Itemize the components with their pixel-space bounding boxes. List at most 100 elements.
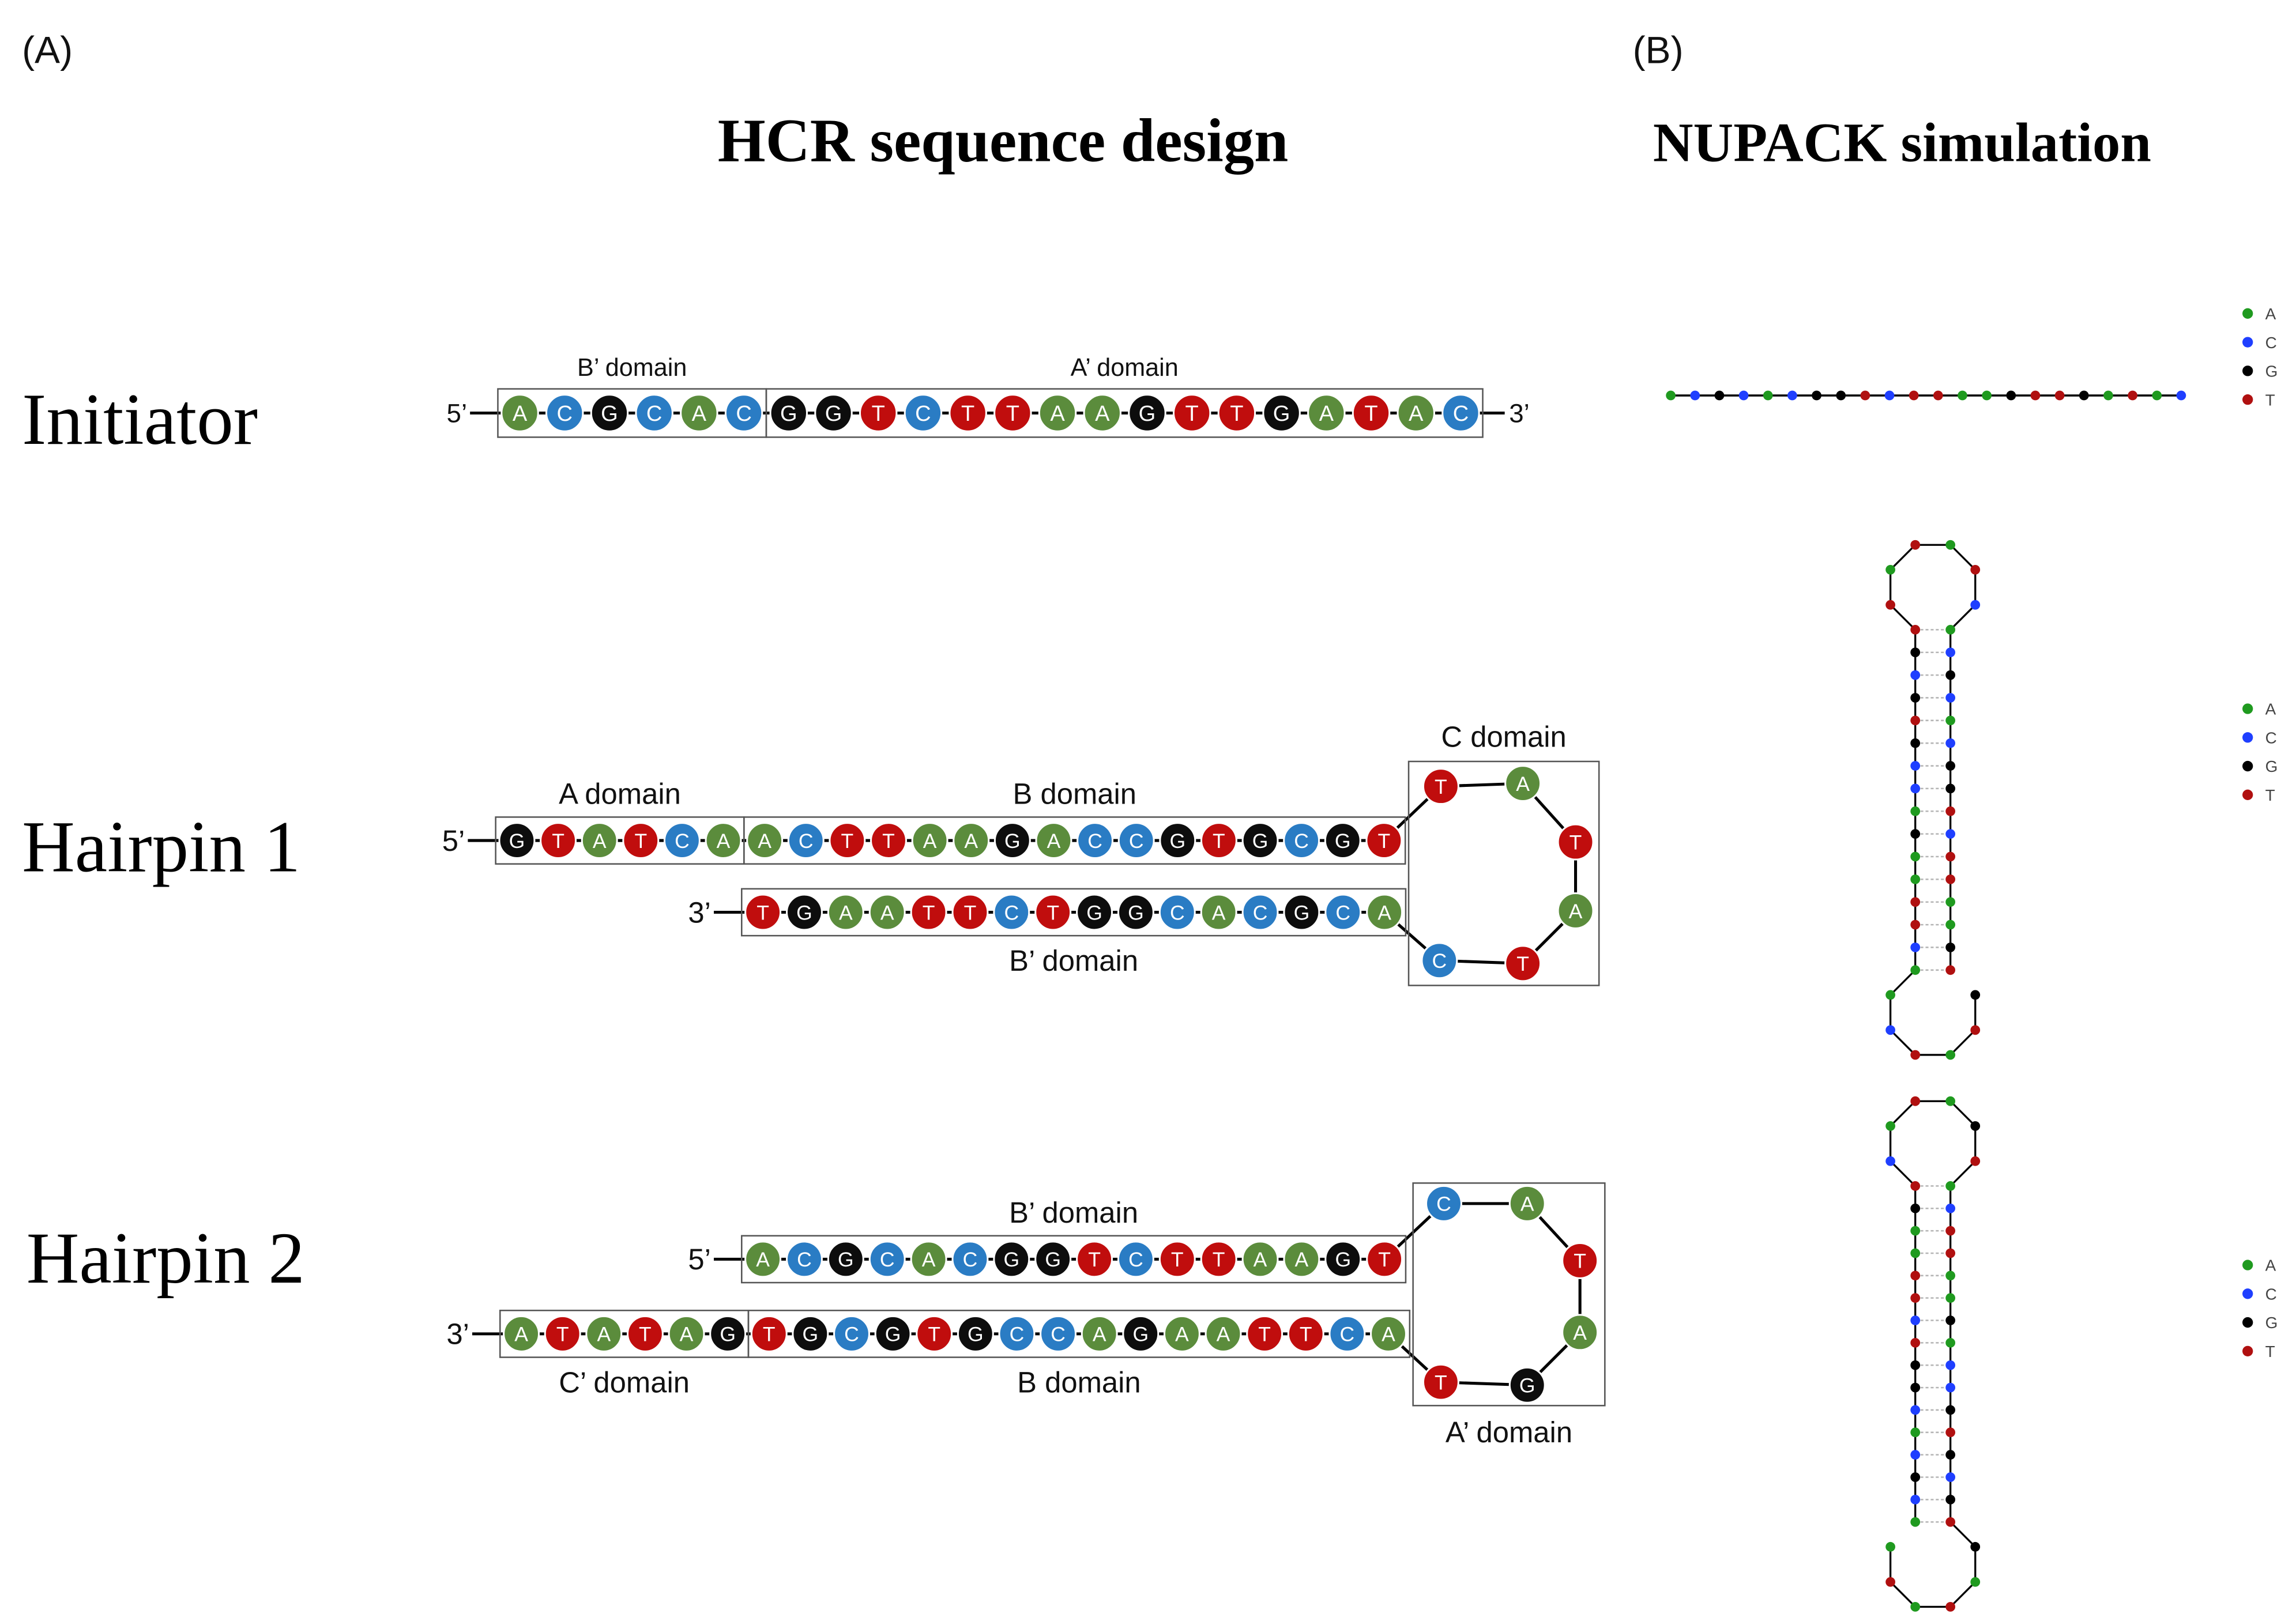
nucleotide-circle [859, 394, 898, 432]
nucleotide-circle [746, 822, 784, 859]
nucleotide-A: A [1200, 894, 1237, 931]
nupack-nucleotide-dot-C [1945, 693, 1956, 703]
nucleotide-letter: G [1139, 402, 1156, 426]
nucleotide-T: T [1561, 1242, 1599, 1279]
nucleotide-letter: T [1047, 901, 1059, 924]
nupack-nucleotide-dot-A [1945, 715, 1956, 726]
nucleotide-circle [827, 894, 864, 931]
nucleotide-A: A [668, 1315, 705, 1352]
nucleotide-circle [993, 822, 1031, 859]
nupack-nucleotide-dot-A [1945, 897, 1956, 907]
nupack-nucleotide-dot-T [1910, 919, 1921, 930]
nucleotide-letter: T [1300, 1323, 1312, 1346]
nupack-nucleotide-dot-C [1910, 783, 1921, 794]
nucleotide-circle [1158, 894, 1196, 931]
nupack-nucleotide-dot-A [1982, 390, 1992, 401]
legend-label: A [2265, 1257, 2276, 1275]
nucleotide-letter: T [1569, 831, 1582, 854]
nupack-nucleotide-dot-C [1690, 390, 1700, 401]
nupack-nucleotide-dot-T [2030, 390, 2041, 401]
nupack-nucleotide-dot-T [1945, 851, 1956, 862]
legend-dot [2242, 1260, 2253, 1271]
nupack-nucleotide-dot-A [1910, 806, 1921, 816]
nucleotide-C: C [1117, 822, 1155, 859]
nucleotide-circle [874, 1315, 912, 1352]
nucleotide-letter: T [872, 402, 885, 426]
nupack-nucleotide-dot-C [1910, 1494, 1921, 1505]
legend-item-G: G [2242, 757, 2278, 775]
nucleotide-letter: G [1169, 830, 1185, 853]
nucleotide-circle [1397, 394, 1436, 432]
legend-dot [2242, 1288, 2253, 1299]
legend-item-G: G [2242, 1314, 2278, 1332]
nupack-nucleotide-dot-T [1885, 600, 1896, 610]
nucleotide-letter: G [601, 402, 618, 426]
nupack-nucleotide-dot-G [1910, 738, 1921, 748]
nucleotide-circle [545, 394, 584, 432]
nucleotide-C: C [635, 394, 673, 432]
nupack-nucleotide-dot-G [1836, 390, 1846, 401]
row-label-initiator: Initiator [22, 379, 258, 460]
nupack-nucleotide-dot-T [1885, 1577, 1896, 1587]
nucleotide-letter: T [1364, 402, 1377, 426]
nucleotide-letter: G [838, 1248, 854, 1271]
nucleotide-G: G [1262, 394, 1301, 432]
nucleotide-circle [1122, 1315, 1160, 1352]
nupack-nucleotide-dot-T [1910, 540, 1921, 550]
nucleotide-circle [1081, 1315, 1118, 1352]
legend-label: C [2265, 334, 2277, 352]
nupack-nucleotide-dot-C [1945, 1472, 1956, 1482]
nupack-nucleotide-dot-T [1945, 1601, 1956, 1612]
nucleotide-circle [709, 1315, 747, 1352]
nucleotide-G: G [993, 1241, 1030, 1278]
nucleotide-A: A [585, 1315, 623, 1352]
legend-item-C: C [2242, 334, 2277, 352]
nucleotide-A: A [746, 822, 784, 859]
nucleotide-G: G [874, 1315, 912, 1352]
nupack-nucleotide-dot-A [1910, 1248, 1921, 1258]
nucleotide-letter: G [1004, 830, 1021, 853]
nucleotide-C: C [1077, 822, 1114, 859]
nupack-nucleotide-dot-T [1945, 874, 1956, 884]
nucleotide-G: G [792, 1315, 829, 1352]
nucleotide-circle [953, 822, 990, 859]
nucleotide-circle [1365, 822, 1403, 859]
nucleotide-letter: A [1295, 1248, 1309, 1271]
nucleotide-letter: C [1340, 1323, 1355, 1346]
nupack-nucleotide-dot-A [1910, 851, 1921, 862]
nupack-nucleotide-dot-G [1970, 990, 1981, 1000]
nucleotide-letter: C [1453, 402, 1469, 426]
nucleotide-A: A [744, 1241, 782, 1278]
nupack-nucleotide-dot-A [1910, 965, 1921, 975]
nucleotide-letter: T [1185, 402, 1199, 426]
nupack-nucleotide-dot-T [1910, 1096, 1921, 1106]
nucleotide-T: T [870, 822, 907, 859]
nucleotide-G: G [590, 394, 629, 432]
legend-label: G [2265, 363, 2278, 380]
nucleotide-letter: T [1171, 1248, 1184, 1271]
nucleotide-A: A [953, 822, 990, 859]
nucleotide-letter: G [796, 901, 812, 924]
nupack-nucleotide-dot-C [1910, 761, 1921, 771]
nucleotide-A: A [1081, 1315, 1118, 1352]
nucleotide-circle [1366, 1241, 1403, 1278]
nucleotide-T: T [1504, 945, 1542, 982]
nucleotide-circle [1200, 822, 1237, 859]
nucleotide-letter: T [1213, 830, 1225, 853]
nucleotide-letter: G [720, 1323, 736, 1346]
nupack-nucleotide-dot-T [1910, 1050, 1921, 1060]
legend-dot [2242, 789, 2253, 800]
nupack-nucleotide-dot-A [1763, 390, 1773, 401]
nucleotide-A: A [1035, 822, 1072, 859]
nucleotide-C: C [998, 1315, 1036, 1352]
legend-label: T [2265, 391, 2275, 409]
nucleotide-T: T [859, 394, 898, 432]
nucleotide-circle [911, 822, 948, 859]
nucleotide-circle [1352, 394, 1391, 432]
nupack-nucleotide-dot-C [1910, 1315, 1921, 1325]
nucleotide-letter: T [1378, 830, 1391, 853]
